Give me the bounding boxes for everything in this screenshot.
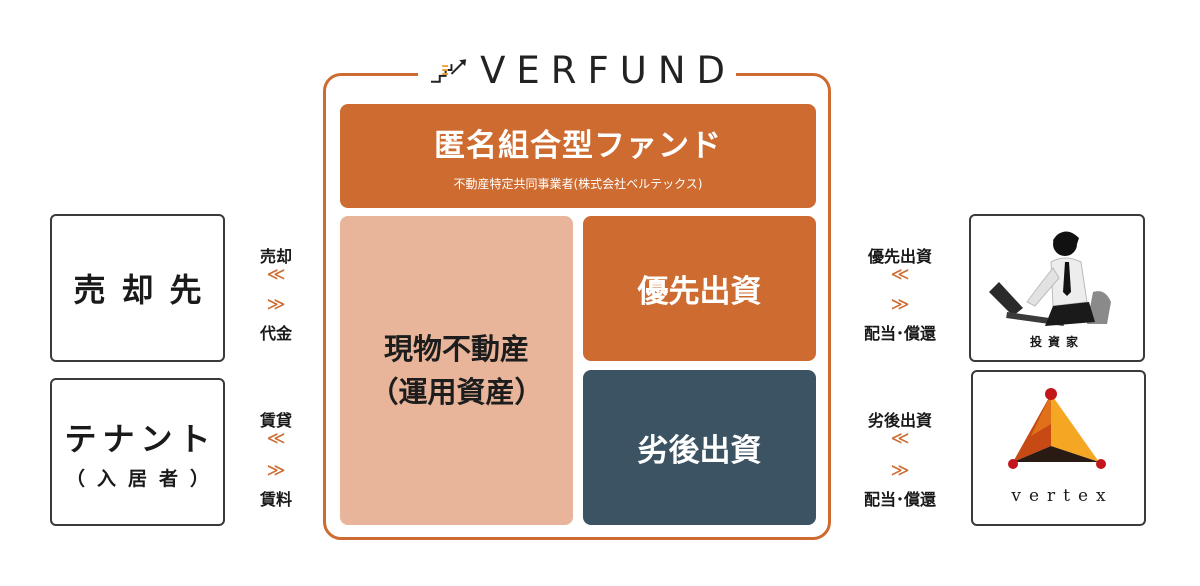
flow-lease-label: 賃貸 <box>259 411 292 430</box>
vertex-label: vertex <box>1011 486 1114 506</box>
priority-investment-box: 優先出資 <box>583 216 816 361</box>
arrow-left-icon: ≪ <box>890 264 910 285</box>
arrow-right-icon: ≫ <box>266 294 286 315</box>
flow-subordinate-investment-label: 劣後出資 <box>867 411 932 430</box>
fund-header: 匿名組合型ファンド 不動産特定共同事業者(株式会社ベルテックス) <box>340 104 816 208</box>
vertex-logo-icon <box>1008 388 1106 469</box>
subordinate-investment-box: 劣後出資 <box>583 370 816 525</box>
priority-label: 優先出資 <box>637 274 762 310</box>
flow-dividend-label: 配当･償還 <box>863 324 936 343</box>
fund-subtitle: 不動産特定共同事業者(株式会社ベルテックス) <box>453 177 703 191</box>
arrow-left-icon: ≪ <box>890 428 910 449</box>
buyer-box: 売却先 <box>50 214 225 362</box>
buyer-label: 売却先 <box>73 271 218 309</box>
stairs-arrow-icon <box>430 59 467 83</box>
asset-box: 現物不動産 （運用資産） <box>340 216 573 525</box>
flow-payment-label: 代金 <box>259 324 292 343</box>
arrow-right-icon: ≫ <box>890 294 910 315</box>
flow-sale-label: 売却 <box>259 247 292 266</box>
fund-title: 匿名組合型ファンド <box>434 128 722 164</box>
asset-line1: 現物不動産 <box>383 332 529 367</box>
asset-line2: （運用資産） <box>369 374 544 409</box>
verfund-logo: VERFUND <box>418 34 736 106</box>
logo-text: VERFUND <box>480 48 736 92</box>
tenant-label: テナント <box>64 419 217 458</box>
investor-label: 投資家 <box>1029 335 1084 349</box>
investor-box: 投資家 <box>969 214 1145 362</box>
vertex-box: vertex <box>971 370 1146 526</box>
flow-rent-label: 賃料 <box>259 490 292 509</box>
flow-priority-investment-label: 優先出資 <box>867 247 932 266</box>
arrow-left-icon: ≪ <box>266 264 286 285</box>
arrow-left-icon: ≪ <box>266 428 286 449</box>
tenant-sublabel: （入居者） <box>65 467 221 490</box>
subordinate-label: 劣後出資 <box>637 433 762 469</box>
arrow-right-icon: ≫ <box>266 460 286 481</box>
investor-person-icon <box>989 231 1111 327</box>
tenant-box: テナント （入居者） <box>50 378 225 526</box>
flow-dividend-label: 配当･償還 <box>863 490 936 509</box>
arrow-right-icon: ≫ <box>890 460 910 481</box>
